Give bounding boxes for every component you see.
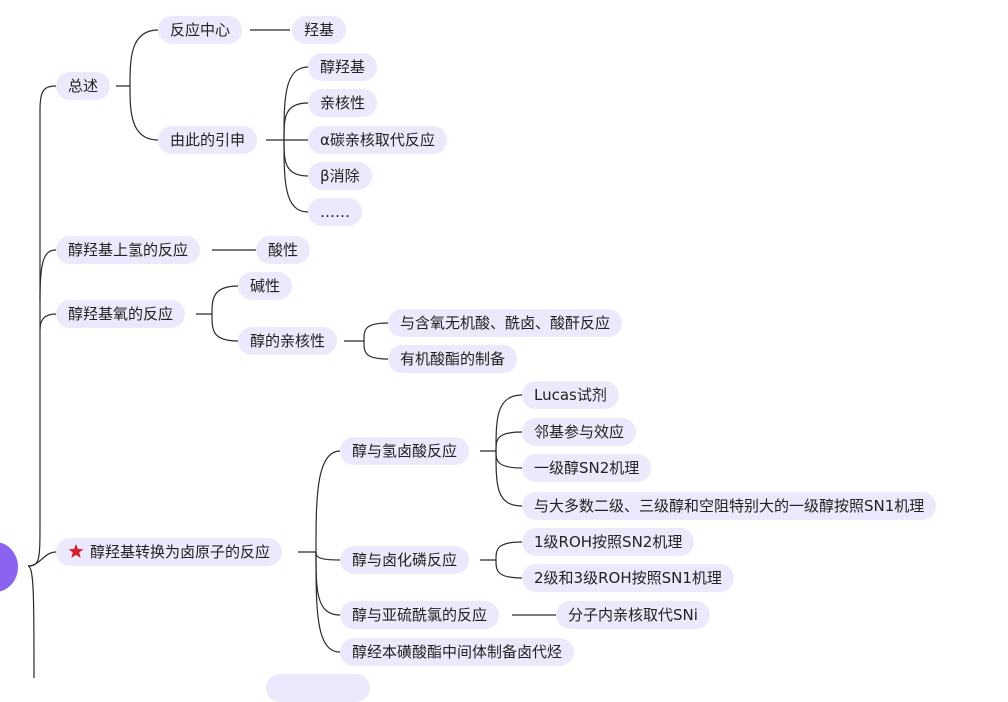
connector-line <box>480 394 523 452</box>
connector-line <box>298 450 341 553</box>
connector-line <box>211 313 239 342</box>
connector-line <box>196 285 239 315</box>
connector-line <box>495 431 523 452</box>
connector-line <box>27 551 57 567</box>
node-inorganic-acid[interactable]: 与含氧无机酸、酰卤、酸酐反应 <box>388 309 623 337</box>
node-beta-elimination[interactable]: β消除 <box>308 162 372 190</box>
node-alcohol-hydroxyl[interactable]: 醇羟基 <box>308 53 378 81</box>
connector-line <box>315 551 341 561</box>
node-alpha-carbon[interactable]: α碳亲核取代反应 <box>308 126 447 154</box>
node-primary-sn2[interactable]: 一级醇SN2机理 <box>522 454 652 482</box>
connector-line <box>344 322 389 342</box>
connector-line <box>283 139 309 177</box>
node-sni[interactable]: 分子内亲核取代SNi <box>556 601 710 629</box>
connector-line <box>495 450 523 469</box>
connector-line <box>283 139 309 213</box>
node-roh1-sn2[interactable]: 1级ROH按照SN2机理 <box>522 528 695 556</box>
connector-line <box>480 541 523 561</box>
connector-lines <box>27 29 556 678</box>
node-neighbor-effect[interactable]: 邻基参与效应 <box>522 418 637 446</box>
connector-line <box>495 559 523 579</box>
mindmap-canvas: 总述 反应中心 羟基 由此的引申 醇羟基 亲核性 α碳亲核取代反应 β消除 ……… <box>0 16 937 702</box>
node-hx-reaction[interactable]: 醇与氢卤酸反应 <box>340 437 470 465</box>
node-organic-ester[interactable]: 有机酸酯的制备 <box>388 345 518 373</box>
node-halogen-conversion[interactable]: 醇羟基转换为卤原子的反应 <box>56 538 283 566</box>
node-ellipsis[interactable]: …… <box>308 198 362 226</box>
root-node[interactable] <box>0 542 18 592</box>
node-sulfonate[interactable]: 醇经本磺酸酯中间体制备卤代烃 <box>340 638 575 666</box>
connector-line <box>363 340 389 360</box>
connector-line <box>27 85 57 567</box>
node-reaction-center[interactable]: 反应中心 <box>158 16 243 44</box>
node-o-reaction[interactable]: 醇羟基氧的反应 <box>56 300 186 328</box>
node-overview[interactable]: 总述 <box>56 72 111 100</box>
node-hydroxyl[interactable]: 羟基 <box>292 16 347 44</box>
node-partial[interactable] <box>266 674 370 702</box>
node-label: 醇羟基转换为卤原子的反应 <box>90 543 271 561</box>
connector-line <box>39 249 57 301</box>
node-h-reaction[interactable]: 醇羟基上氢的反应 <box>56 236 201 264</box>
connector-line <box>39 313 57 331</box>
node-px-reaction[interactable]: 醇与卤化磷反应 <box>340 546 470 574</box>
node-most-sn1[interactable]: 与大多数二级、三级醇和空阻特别大的一级醇按照SN1机理 <box>522 492 937 520</box>
connector-line <box>116 29 159 87</box>
node-lucas[interactable]: Lucas试剂 <box>522 381 619 409</box>
red-star-icon <box>68 543 84 559</box>
node-derived[interactable]: 由此的引申 <box>158 126 258 154</box>
node-roh23-sn1[interactable]: 2级和3级ROH按照SN1机理 <box>522 564 734 592</box>
node-socl2-reaction[interactable]: 醇与亚硫酰氯的反应 <box>340 601 500 629</box>
connector-line <box>315 551 341 616</box>
connector-line <box>27 565 35 678</box>
node-acidity[interactable]: 酸性 <box>256 236 311 264</box>
node-alcohol-nucleophilicity[interactable]: 醇的亲核性 <box>238 327 338 355</box>
connector-line <box>495 450 523 507</box>
connector-line <box>129 85 159 141</box>
connector-line <box>315 551 341 653</box>
node-nucleophilicity[interactable]: 亲核性 <box>308 89 378 117</box>
node-basicity[interactable]: 碱性 <box>238 272 293 300</box>
connector-line <box>283 102 309 141</box>
